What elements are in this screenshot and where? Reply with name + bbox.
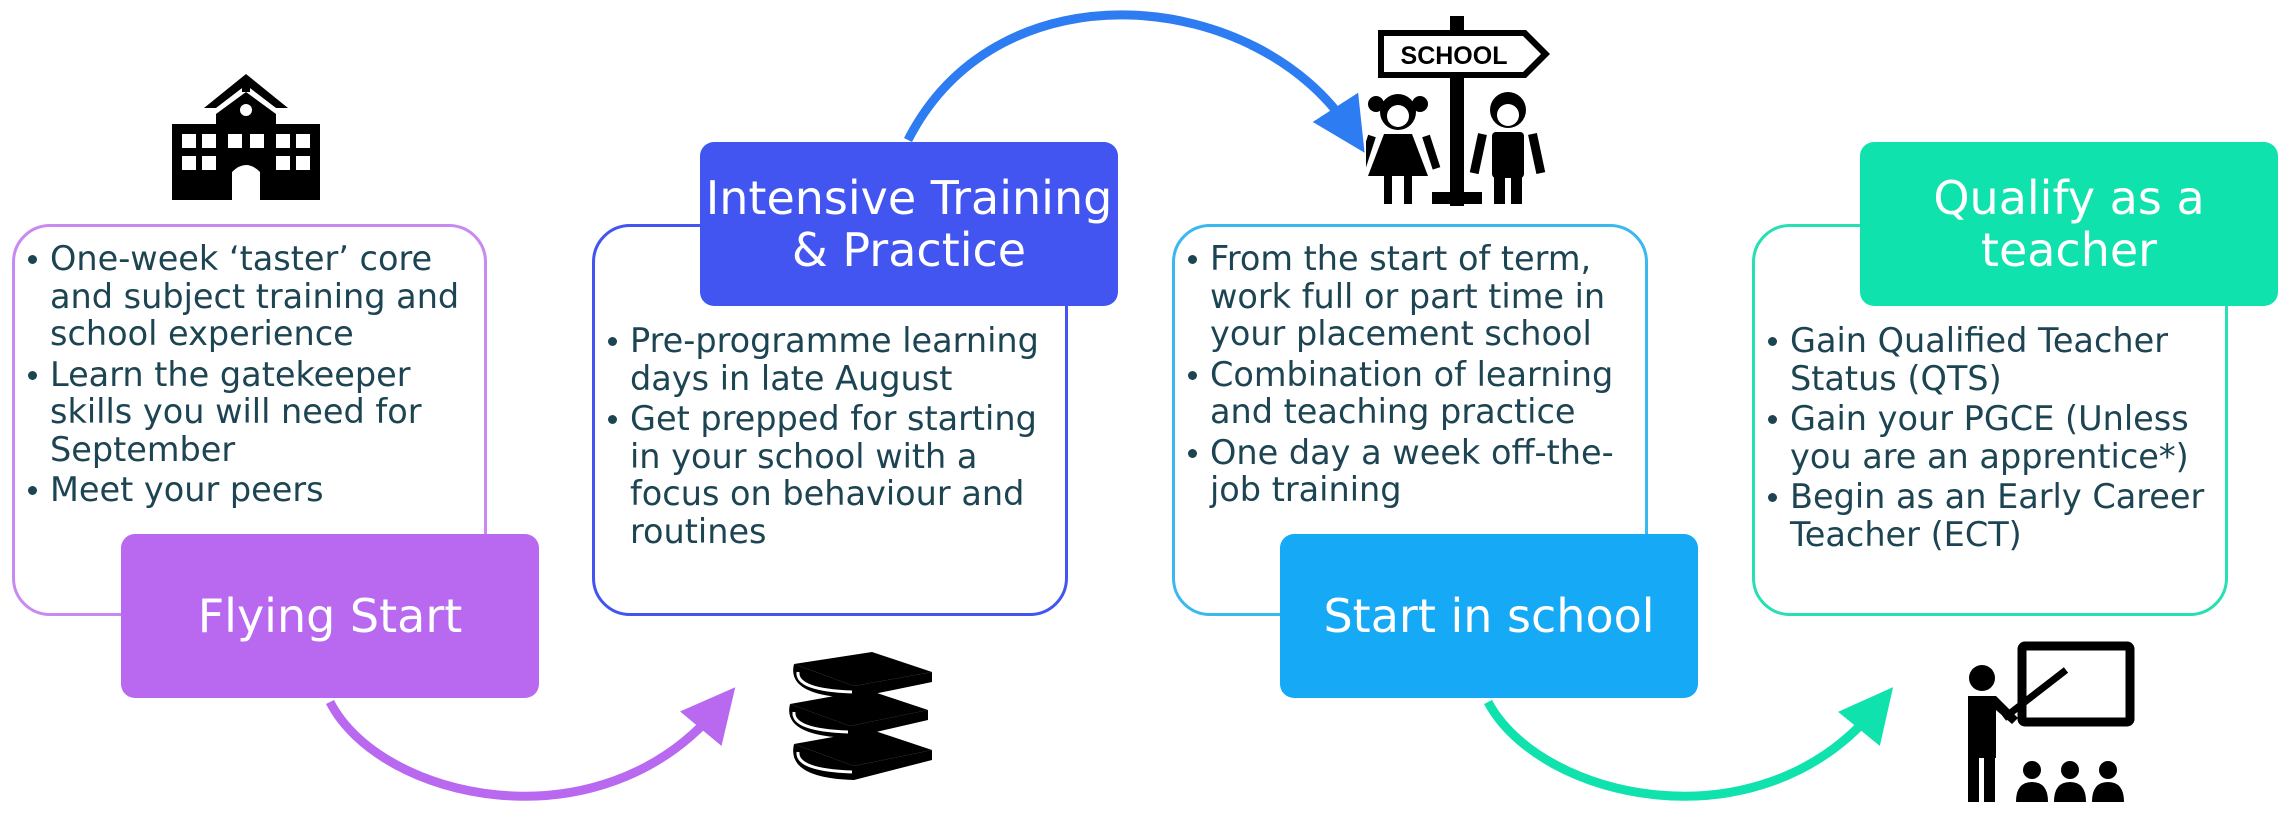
flying-start-bullets: One-week ‘taster’ core and subject train… <box>24 240 484 512</box>
start-in-school-title: Start in school <box>1280 534 1698 698</box>
arrow-intensive-to-school <box>903 10 1365 153</box>
list-item: Gain Qualified Teacher Status (QTS) <box>1764 322 2224 397</box>
school-sign-text: SCHOOL <box>1401 42 1508 70</box>
qualify-title-line1: Qualify as a <box>1933 171 2205 225</box>
intensive-training-title-line1: Intensive Training <box>705 171 1113 225</box>
school-building-icon <box>172 72 320 200</box>
qualify-title: Qualify as a teacher <box>1860 142 2278 306</box>
list-item: From the start of term, work full or par… <box>1184 240 1644 353</box>
qualify-title-line2: teacher <box>1980 223 2158 277</box>
list-item: Pre-programme learning days in late Augu… <box>604 322 1064 397</box>
arrow-flying-to-intensive <box>325 687 736 801</box>
flying-start-title: Flying Start <box>121 534 539 698</box>
intensive-training-bullets: Pre-programme learning days in late Augu… <box>604 322 1064 553</box>
school-sign-children-icon: SCHOOL <box>1366 16 1552 206</box>
list-item: One-week ‘taster’ core and subject train… <box>24 240 484 353</box>
list-item: Combination of learning and teaching pra… <box>1184 355 1644 431</box>
arrow-school-to-qualify <box>1484 687 1894 801</box>
list-item: Begin as an Early Career Teacher (ECT) <box>1764 478 2224 553</box>
list-item: Learn the gatekeeper skills you will nee… <box>24 355 484 469</box>
start-in-school-title-text: Start in school <box>1323 589 1655 643</box>
intensive-training-title: Intensive Training & Practice <box>700 142 1118 306</box>
flying-start-title-text: Flying Start <box>197 589 463 643</box>
list-item: Get prepped for starting in your school … <box>604 400 1064 550</box>
list-item: Gain your PGCE (Unless you are an appren… <box>1764 400 2224 475</box>
list-item: One day a week off-the-job training <box>1184 433 1644 509</box>
list-item: Meet your peers <box>24 471 484 509</box>
intensive-training-title-line2: & Practice <box>791 223 1027 277</box>
start-in-school-bullets: From the start of term, work full or par… <box>1184 240 1644 512</box>
books-stack-icon <box>782 652 932 782</box>
qualify-bullets: Gain Qualified Teacher Status (QTS) Gain… <box>1764 322 2224 556</box>
teacher-at-board-icon <box>1960 640 2138 802</box>
